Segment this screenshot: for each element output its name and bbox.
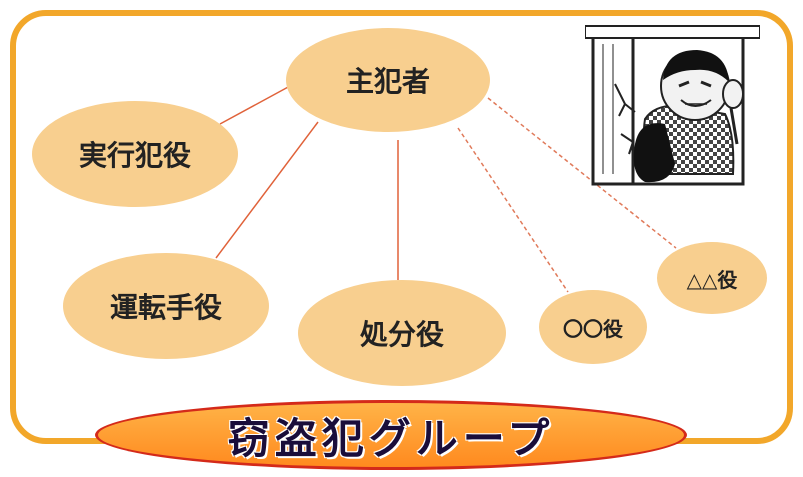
node-main-offender: 主犯者 xyxy=(286,28,490,132)
node-other-role-2: △△役 xyxy=(657,242,767,314)
link-main-exec xyxy=(219,85,291,125)
node-label: 実行犯役 xyxy=(78,139,191,172)
node-label: 主犯者 xyxy=(345,65,430,98)
node-label: 運転手役 xyxy=(109,291,222,324)
node-executor-role: 実行犯役 xyxy=(32,101,238,207)
link-main-drive xyxy=(215,121,319,259)
burglar-at-window-icon xyxy=(585,25,760,186)
group-title: 窃盗犯グループ xyxy=(227,413,555,463)
node-label: 〇〇役 xyxy=(563,316,623,341)
node-other-role-1: 〇〇役 xyxy=(539,290,647,364)
link-main-tri xyxy=(487,97,677,249)
node-disposal-role: 処分役 xyxy=(298,280,506,386)
node-label: 処分役 xyxy=(359,318,444,351)
node-driver-role: 運転手役 xyxy=(63,253,269,359)
group-title-banner: 窃盗犯グループ xyxy=(95,400,687,470)
node-label: △△役 xyxy=(686,267,738,292)
link-main-oo xyxy=(457,127,569,293)
